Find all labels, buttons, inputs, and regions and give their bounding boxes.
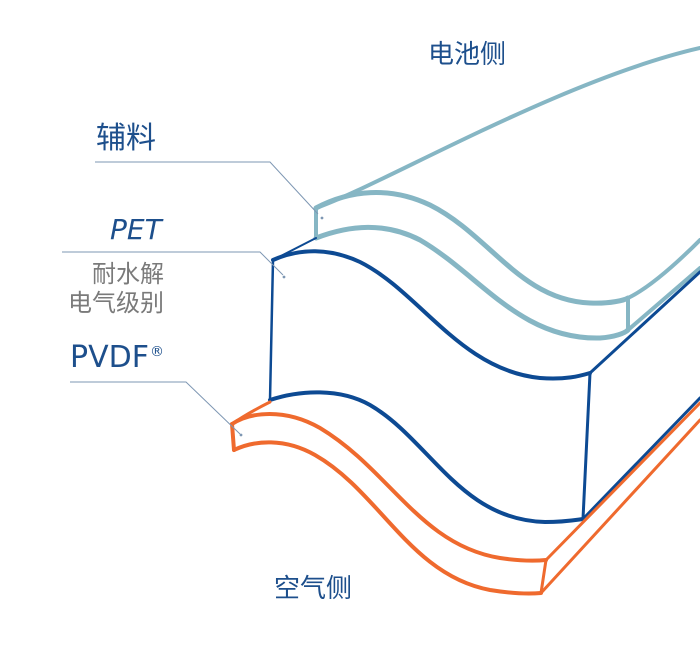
auxiliary-bottom-surface-edge xyxy=(313,224,631,341)
pet-description: 耐水解 电气级别 xyxy=(58,260,164,318)
leader-dot-pet xyxy=(282,275,286,279)
leader-lines xyxy=(62,161,324,437)
pet-right-bottom-edge xyxy=(581,396,700,521)
registered-mark: ® xyxy=(149,344,164,360)
pet-label: PET xyxy=(110,213,162,246)
pet-top-surface-edge xyxy=(271,249,592,381)
auxiliary-label: 辅料 xyxy=(96,121,156,156)
pvdf-left-edge xyxy=(230,422,236,452)
leader-dot-auxiliary xyxy=(320,216,324,220)
battery-side-label: 电池侧 xyxy=(428,40,507,70)
pet-description-line2: 电气级别 xyxy=(68,289,164,317)
pvdf-label: PVDF® xyxy=(70,343,164,373)
pet-left-edge xyxy=(268,258,275,402)
auxiliary-layer xyxy=(313,46,700,341)
leader-dot-pvdf xyxy=(239,433,243,437)
pvdf-right-edge xyxy=(539,558,548,595)
pet-right-edge xyxy=(581,371,592,521)
pvdf-label-text: PVDF xyxy=(70,340,149,375)
auxiliary-top-back-edge xyxy=(314,46,700,210)
leader-line-pvdf xyxy=(70,381,241,435)
leader-line-auxiliary xyxy=(95,161,319,215)
auxiliary-right-bottom-edge xyxy=(626,266,700,332)
pet-description-line1: 耐水解 xyxy=(92,260,164,288)
pvdf-right-bottom-edge xyxy=(539,418,700,595)
pet-bottom-surface-edge xyxy=(268,390,585,524)
air-side-label: 空气侧 xyxy=(274,574,353,604)
leader-line-pet xyxy=(62,251,284,276)
pvdf-top-surface-edge xyxy=(230,412,548,563)
pvdf-layer xyxy=(230,400,700,596)
pet-layer xyxy=(268,237,700,524)
auxiliary-top-surface-edge xyxy=(313,190,631,306)
pvdf-bottom-surface-edge xyxy=(232,440,543,596)
pet-right-top-edge xyxy=(588,270,700,375)
pvdf-right-top-edge xyxy=(544,401,700,562)
auxiliary-right-top-edge xyxy=(626,238,700,300)
